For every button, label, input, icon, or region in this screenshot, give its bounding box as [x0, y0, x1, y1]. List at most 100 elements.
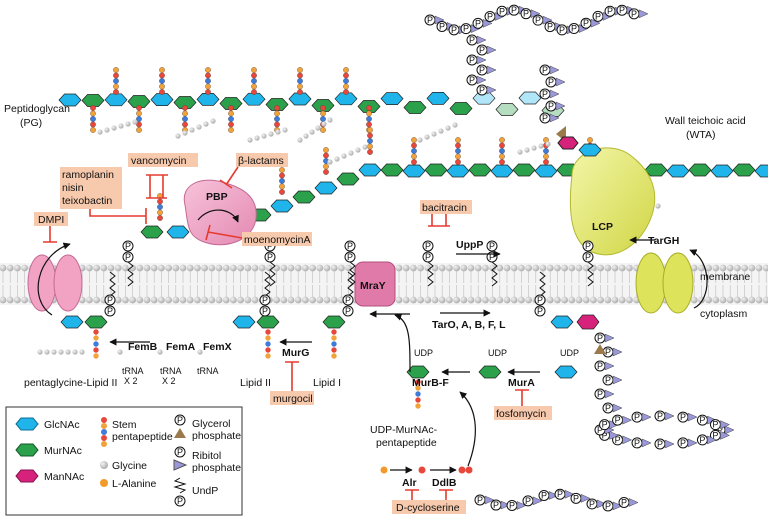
peptidoglycan-strand-top [58, 91, 565, 117]
svg-text:P: P [605, 375, 611, 385]
svg-text:P: P [573, 493, 579, 503]
glcnac-unit [754, 164, 768, 178]
legend-glycine: Glycine [112, 460, 147, 472]
murnac-unit [265, 98, 289, 111]
glcnac-unit [534, 164, 558, 178]
legend-mannac: ManNAc [44, 471, 84, 483]
legend: GlcNAc MurNAc ManNAc Stem pentapeptide G… [5, 406, 243, 516]
cytoplasm-label: cytoplasm [700, 308, 748, 320]
svg-text:P: P [597, 361, 603, 371]
legend-ribitol: Ribitol [192, 450, 221, 462]
svg-text:P: P [479, 65, 485, 75]
glcnac-unit [232, 315, 256, 329]
svg-text:P: P [597, 333, 603, 343]
process-arrows [109, 250, 540, 474]
murnac-unit [84, 315, 108, 329]
svg-text:P: P [489, 241, 495, 251]
svg-text:P: P [177, 496, 183, 506]
svg-text:P: P [125, 241, 131, 251]
lcp-enzyme [569, 147, 656, 256]
murnac-unit [173, 96, 197, 109]
ribitol-phosphate-legend-icon [173, 459, 188, 471]
svg-text:P: P [585, 252, 591, 262]
glcnac-unit [242, 92, 266, 106]
svg-text:P: P [479, 45, 485, 55]
svg-text:P: P [427, 15, 433, 25]
glcnac-unit [288, 92, 312, 106]
inhibitor-bacitracin: bacitracin [420, 200, 472, 227]
glcnac-unit [150, 93, 174, 106]
svg-text:P: P [107, 295, 113, 305]
legend-glcnac: GlcNAc [44, 419, 80, 431]
glcnac-unit [334, 92, 358, 106]
udp-label-2: UDP [488, 348, 507, 358]
svg-text:P: P [548, 101, 554, 111]
svg-text:P: P [469, 55, 475, 65]
svg-text:P: P [345, 306, 351, 316]
murnac-unit [478, 365, 502, 379]
mray-label: MraY [360, 280, 386, 292]
udp-murnac-label-2: pentapeptide [376, 437, 437, 449]
flippase [27, 254, 83, 312]
svg-text:P: P [542, 113, 548, 123]
svg-text:vancomycin: vancomycin [131, 155, 187, 167]
svg-text:P: P [542, 65, 548, 75]
svg-text:P: P [557, 489, 563, 499]
svg-text:P: P [621, 497, 627, 507]
svg-text:P: P [712, 430, 718, 440]
udp-label-1: UDP [414, 348, 433, 358]
glcnac-unit [358, 163, 382, 177]
svg-text:P: P [602, 430, 608, 440]
glcnac-unit [380, 92, 404, 105]
pbp-arrow [197, 209, 239, 223]
legend-ribitol-2: phosphate [192, 462, 241, 474]
glcnac-unit [196, 93, 220, 106]
murnac-unit [644, 163, 668, 177]
lipid-ii-label: Lipid II [240, 377, 271, 389]
murnac-unit [127, 95, 151, 108]
svg-text:P: P [597, 389, 603, 399]
murnac-unit [468, 163, 492, 177]
inhibitor-murgocil: murgocil [270, 361, 314, 405]
trna-label-2: tRNA [160, 366, 182, 376]
mannac-unit [576, 314, 600, 330]
svg-text:P: P [425, 241, 431, 251]
svg-text:P: P [680, 412, 686, 422]
lalanine-legend-icon [100, 479, 108, 487]
peptidoglycan-strand-middle [140, 163, 768, 239]
svg-text:P: P [657, 439, 663, 449]
svg-text:P: P [475, 18, 481, 28]
udp-label-3: UDP [560, 348, 579, 358]
murnac-legend-icon [15, 443, 39, 457]
legend-stem: Stem [112, 419, 137, 431]
trna-label-1: tRNA [122, 366, 144, 376]
svg-text:P: P [262, 306, 268, 316]
svg-text:P: P [499, 6, 505, 16]
svg-text:P: P [699, 415, 705, 425]
svg-text:P: P [634, 412, 640, 422]
svg-text:P: P [523, 9, 529, 19]
svg-text:P: P [425, 252, 431, 262]
svg-text:P: P [509, 500, 515, 510]
murnac-unit [322, 315, 346, 329]
glcnac-unit [60, 315, 84, 329]
svg-text:P: P [479, 85, 485, 95]
pbp-enzyme [183, 179, 257, 246]
glcnac-unit [578, 143, 602, 157]
svg-text:P: P [615, 435, 621, 445]
svg-text:P: P [469, 75, 475, 85]
svg-text:P: P [607, 6, 613, 16]
svg-text:P: P [511, 5, 517, 15]
svg-text:DMPI: DMPI [38, 214, 64, 226]
glycerol-phosphate-p-icon [174, 414, 186, 426]
targh-transporter [635, 252, 694, 314]
glcnac-unit [550, 315, 574, 329]
svg-text:P: P [589, 499, 595, 509]
legend-undp: UndP [192, 485, 218, 497]
svg-text:P: P [559, 25, 565, 35]
svg-text:P: P [107, 306, 113, 316]
svg-text:fosfomycin: fosfomycin [496, 408, 546, 420]
svg-text:P: P [634, 438, 640, 448]
uppp-label: UppP [456, 239, 483, 251]
svg-text:P: P [177, 447, 183, 457]
